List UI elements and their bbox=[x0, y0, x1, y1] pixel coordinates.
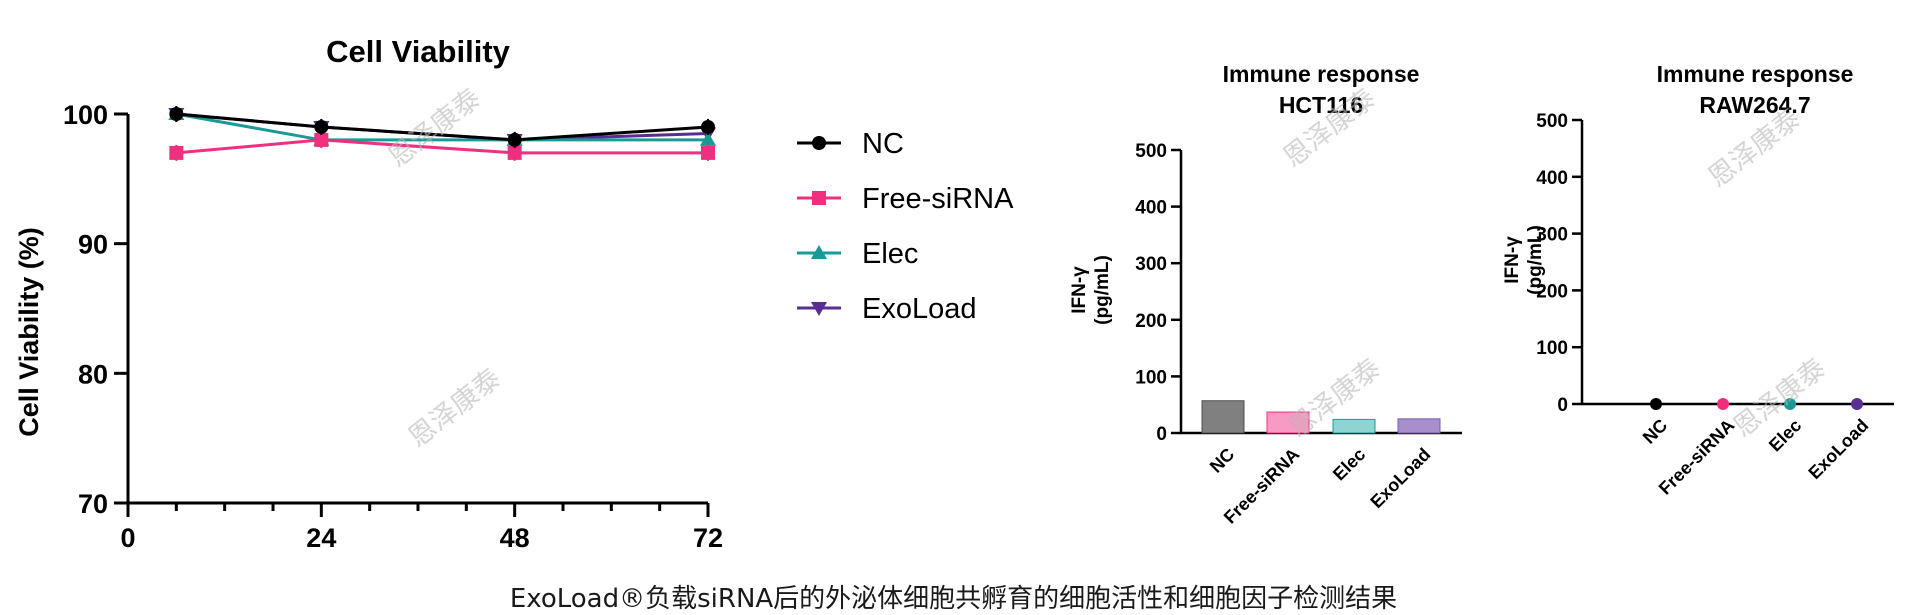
point-nc bbox=[1650, 398, 1662, 410]
cell-viability-x-tick-label: 0 bbox=[120, 523, 135, 553]
hct116-y-tick-label: 200 bbox=[1135, 311, 1167, 332]
hct116-immune-chart: Immune response HCT116 IFN-γ (pg/mL) 0 10… bbox=[1069, 61, 1462, 528]
data-point-free-sirna bbox=[701, 145, 715, 160]
raw264-y-tick-label: 300 bbox=[1536, 225, 1568, 246]
raw264-x-label-exoload: ExoLoad bbox=[1804, 415, 1872, 483]
bar-exoload bbox=[1397, 418, 1441, 434]
data-point-free-sirna bbox=[169, 145, 184, 160]
hct116-x-label-nc: NC bbox=[1206, 444, 1239, 477]
raw264-y-tick-label: 400 bbox=[1536, 168, 1568, 189]
hct116-y-axis-label-line1: IFN-γ bbox=[1069, 266, 1090, 314]
series-line-free-sirna bbox=[176, 138, 708, 155]
data-point-free-sirna bbox=[314, 132, 329, 147]
cell-viability-y-tick-label: 90 bbox=[78, 230, 108, 260]
raw264-y-tick-label: 200 bbox=[1536, 281, 1568, 302]
data-point-nc bbox=[701, 119, 715, 134]
raw264-immune-chart: Immune response RAW264.7 IFN-γ (pg/mL) 0… bbox=[1502, 61, 1894, 499]
watermark-text: 恩泽康泰 bbox=[383, 83, 487, 174]
raw264-y-tick-label: 100 bbox=[1536, 338, 1568, 359]
legend-label-elec: Elec bbox=[862, 238, 918, 270]
raw264-y-tick-label: 0 bbox=[1557, 395, 1568, 416]
legend-marker-elec bbox=[810, 244, 828, 259]
cell-viability-y-tick-label: 100 bbox=[63, 100, 108, 130]
cell-viability-chart: Cell Viability Cell Viability (%) 70 80 90… bbox=[14, 34, 1014, 553]
data-point-free-sirna bbox=[507, 145, 522, 160]
figure-caption: ExoLoad®负载siRNA后的外泌体细胞共孵育的细胞活性和细胞因子检测结果 bbox=[509, 584, 1398, 614]
series-line-nc bbox=[176, 112, 709, 142]
data-point-nc bbox=[169, 107, 184, 121]
hct116-title: Immune response bbox=[1223, 61, 1420, 87]
legend-label-exoload: ExoLoad bbox=[862, 293, 977, 325]
data-point-nc bbox=[507, 132, 522, 147]
series-line-elec bbox=[176, 112, 708, 142]
hct116-y-tick-label: 300 bbox=[1135, 254, 1167, 275]
hct116-x-label-elec: Elec bbox=[1329, 444, 1369, 484]
bar-free-sirna bbox=[1266, 411, 1310, 434]
point-free-sirna bbox=[1717, 398, 1729, 410]
raw264-x-label-nc: NC bbox=[1639, 415, 1672, 448]
legend-label-nc: NC bbox=[862, 128, 904, 160]
cell-viability-y-axis-label: Cell Viability (%) bbox=[14, 227, 44, 437]
hct116-y-tick-label: 500 bbox=[1135, 141, 1167, 162]
hct116-y-axis-label-line2: (pg/mL) bbox=[1092, 255, 1113, 325]
legend-label-free-sirna: Free-siRNA bbox=[862, 183, 1014, 215]
point-elec bbox=[1784, 398, 1796, 410]
data-point-elec bbox=[699, 131, 717, 146]
cell-viability-x-tick-label: 48 bbox=[500, 523, 530, 553]
cell-viability-y-tick-label: 70 bbox=[78, 489, 108, 519]
raw264-title: Immune response bbox=[1657, 61, 1854, 87]
cell-viability-x-tick-label: 24 bbox=[306, 523, 336, 553]
raw264-y-axis-label-line2: (pg/mL) bbox=[1525, 225, 1546, 295]
raw264-y-axis-label-line1: IFN-γ bbox=[1502, 236, 1523, 284]
hct116-x-label-exoload: ExoLoad bbox=[1366, 444, 1434, 512]
hct116-subtitle: HCT116 bbox=[1279, 92, 1363, 118]
legend-marker-free-sirna bbox=[812, 191, 826, 205]
watermark-text: 恩泽康泰 bbox=[403, 363, 507, 454]
hct116-y-tick-label: 100 bbox=[1135, 367, 1167, 388]
cell-viability-title: Cell Viability bbox=[326, 34, 511, 69]
bar-nc bbox=[1201, 400, 1245, 434]
cell-viability-y-tick-label: 80 bbox=[78, 359, 108, 389]
hct116-y-tick-label: 0 bbox=[1156, 424, 1167, 445]
point-exoload bbox=[1851, 398, 1863, 410]
bar-elec bbox=[1332, 418, 1376, 434]
raw264-subtitle: RAW264.7 bbox=[1699, 92, 1810, 118]
legend-marker-exoload bbox=[810, 302, 828, 317]
raw264-y-tick-label: 500 bbox=[1536, 111, 1568, 132]
hct116-y-tick-label: 400 bbox=[1135, 198, 1167, 219]
data-point-nc bbox=[314, 119, 329, 134]
cell-viability-x-tick-label: 72 bbox=[693, 523, 723, 553]
legend-marker-nc bbox=[812, 136, 826, 150]
